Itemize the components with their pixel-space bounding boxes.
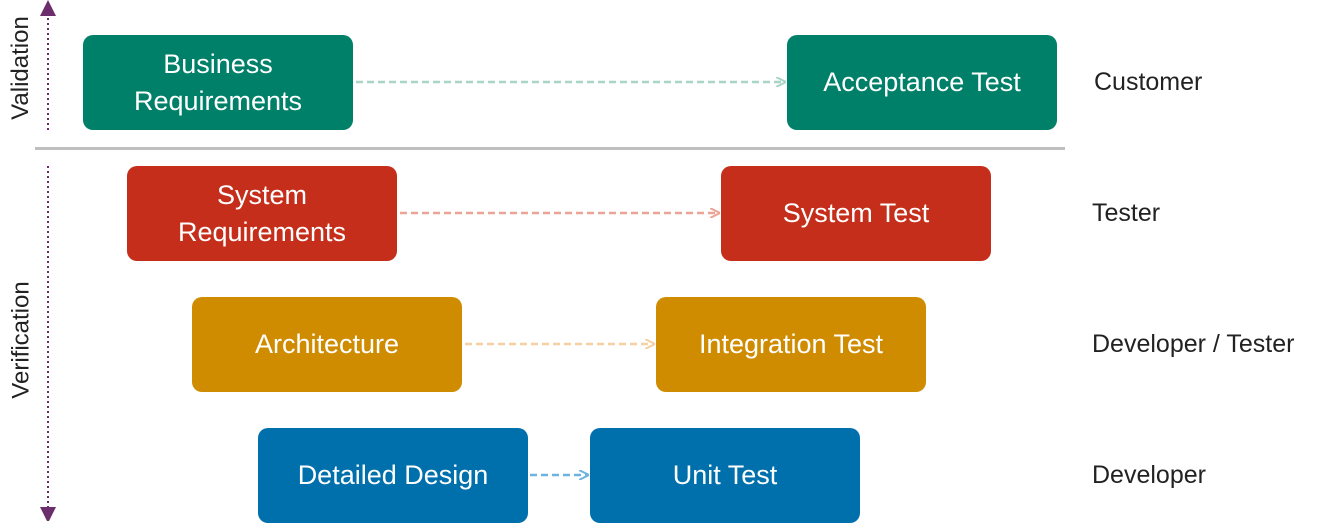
acceptance-test-box: Acceptance Test [787,35,1057,130]
unit-test-box: Unit Test [590,428,860,523]
integration-test-box: Integration Test [656,297,926,392]
role-tester: Tester [1092,199,1161,227]
verification-label: Verification [7,281,35,399]
role-developer-tester: Developer / Tester [1092,330,1295,358]
system-requirements-box: System Requirements [127,166,397,261]
business-requirements-box: Business Requirements [83,35,353,130]
role-customer: Customer [1094,68,1203,96]
architecture-box: Architecture [192,297,462,392]
validation-label: Validation [7,16,34,120]
validation-verification-divider [35,147,1065,150]
role-developer: Developer [1092,461,1206,489]
system-test-box: System Test [721,166,991,261]
detailed-design-box: Detailed Design [258,428,528,523]
